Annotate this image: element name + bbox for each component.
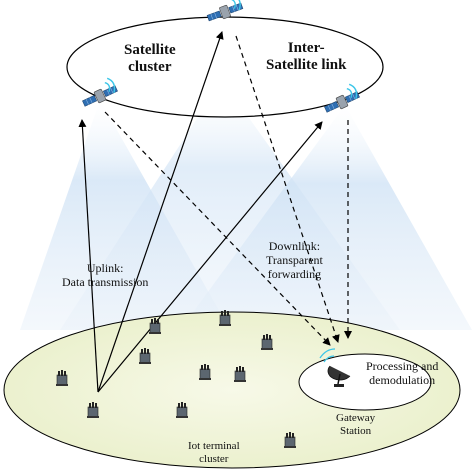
processing-line1: Processing and xyxy=(366,359,439,373)
downlink-line2: Transparent xyxy=(266,252,323,267)
gateway-line2: Station xyxy=(339,424,372,437)
uplink-arrow-left xyxy=(78,119,99,393)
downlink-line3: forwarding xyxy=(267,266,322,281)
gateway-line1: Gateway xyxy=(336,412,376,424)
uplink-line1: Uplink: xyxy=(86,261,124,275)
uplink-arrows xyxy=(78,31,323,393)
processing-label: Processing and demodulation xyxy=(366,359,439,388)
ground-area xyxy=(3,311,461,469)
downlink-arrows xyxy=(104,35,352,346)
processing-line2: demodulation xyxy=(369,372,436,387)
satellite-cluster-line1: Satellite xyxy=(124,42,176,58)
uplink-label: Uplink: Data transmission xyxy=(62,261,149,290)
iot-line2: cluster xyxy=(199,452,229,465)
iot-line1: Iot terminal xyxy=(188,440,240,452)
satellite-dish-icon xyxy=(319,348,351,387)
iot-terminal-cluster-label: Iot terminal cluster xyxy=(188,440,240,465)
isl-line2: Satellite link xyxy=(266,57,347,74)
downlink-label: Downlink: Transparent forwarding xyxy=(266,239,323,281)
isl-line1: Inter- xyxy=(287,40,325,56)
satellite-cluster-line2: cluster xyxy=(128,59,172,76)
beam-right xyxy=(180,105,472,330)
gateway-station-label: Gateway Station xyxy=(336,412,375,437)
inter-satellite-link-label: Inter- Satellite link xyxy=(266,40,346,75)
coverage-beams xyxy=(20,80,472,330)
downlink-line1: Downlink: xyxy=(268,239,321,253)
uplink-arrow-right xyxy=(97,121,323,393)
satellite-cluster-label: Satellite cluster xyxy=(124,42,176,77)
uplink-arrow-center xyxy=(97,31,224,393)
uplink-line2: Data transmission xyxy=(62,274,149,289)
